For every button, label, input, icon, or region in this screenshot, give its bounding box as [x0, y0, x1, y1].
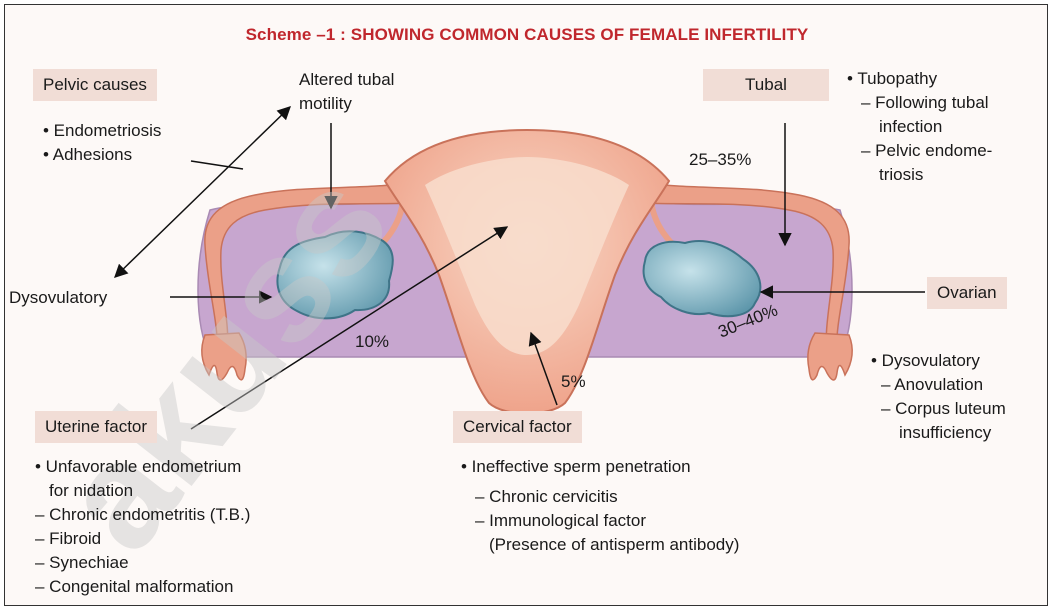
- altered-tubal-label-line1: Altered tubal: [299, 69, 394, 91]
- cervical-factor-box: Cervical factor: [453, 411, 582, 443]
- list-item: insufficiency: [899, 421, 1024, 445]
- right-fimbriae: [808, 333, 852, 380]
- ovarian-list: • Dysovulatory – Anovulation – Corpus lu…: [871, 349, 996, 445]
- list-item: infection: [879, 115, 1010, 139]
- uterine-percent: 10%: [355, 331, 389, 353]
- list-item: • Tubopathy: [847, 67, 978, 91]
- tubal-percent: 25–35%: [689, 149, 751, 171]
- arrow-adhesions: [191, 161, 243, 169]
- list-item: • Dysovulatory: [871, 349, 996, 373]
- list-item: – Anovulation: [881, 373, 1006, 397]
- list-item: – Pelvic endome-: [861, 139, 992, 163]
- tubal-box: Tubal: [703, 69, 829, 101]
- list-item: for nidation: [49, 479, 264, 503]
- list-item: triosis: [879, 163, 1010, 187]
- list-item: – Synechiae: [35, 551, 250, 575]
- list-item: – Immunological factor: [475, 509, 725, 533]
- list-item: – Fibroid: [35, 527, 250, 551]
- cervical-list: • Ineffective sperm penetration – Chroni…: [461, 455, 711, 551]
- list-item: • Endometriosis: [43, 119, 161, 143]
- list-item: – Corpus luteum: [881, 397, 1006, 421]
- list-item: – Chronic cervicitis: [475, 485, 725, 509]
- pelvic-causes-list: • Endometriosis • Adhesions: [43, 119, 161, 167]
- pelvic-causes-box: Pelvic causes: [33, 69, 157, 101]
- list-item: • Adhesions: [43, 143, 161, 167]
- altered-tubal-label-line2: motility: [299, 93, 352, 115]
- dysovulatory-label: Dysovulatory: [9, 287, 107, 309]
- cervical-percent: 5%: [561, 371, 586, 393]
- list-item: – Chronic endometritis (T.B.): [35, 503, 250, 527]
- tubal-list: • Tubopathy – Following tubal infection …: [847, 67, 978, 187]
- left-fimbriae: [202, 333, 246, 380]
- page-title: Scheme –1 : SHOWING COMMON CAUSES OF FEM…: [5, 25, 1048, 45]
- ovarian-box: Ovarian: [927, 277, 1007, 309]
- list-item: • Unfavorable endometrium: [35, 455, 250, 479]
- list-item: (Presence of antisperm antibody): [489, 533, 739, 557]
- list-item: – Following tubal: [861, 91, 992, 115]
- uterine-list: • Unfavorable endometrium for nidation –…: [35, 455, 250, 599]
- list-item: – Congenital malformation: [35, 575, 250, 599]
- list-item: • Ineffective sperm penetration: [461, 455, 711, 479]
- diagram-frame: akuss Scheme –1 : SHOWING COMMON CAUSES …: [4, 4, 1048, 606]
- uterine-factor-box: Uterine factor: [35, 411, 157, 443]
